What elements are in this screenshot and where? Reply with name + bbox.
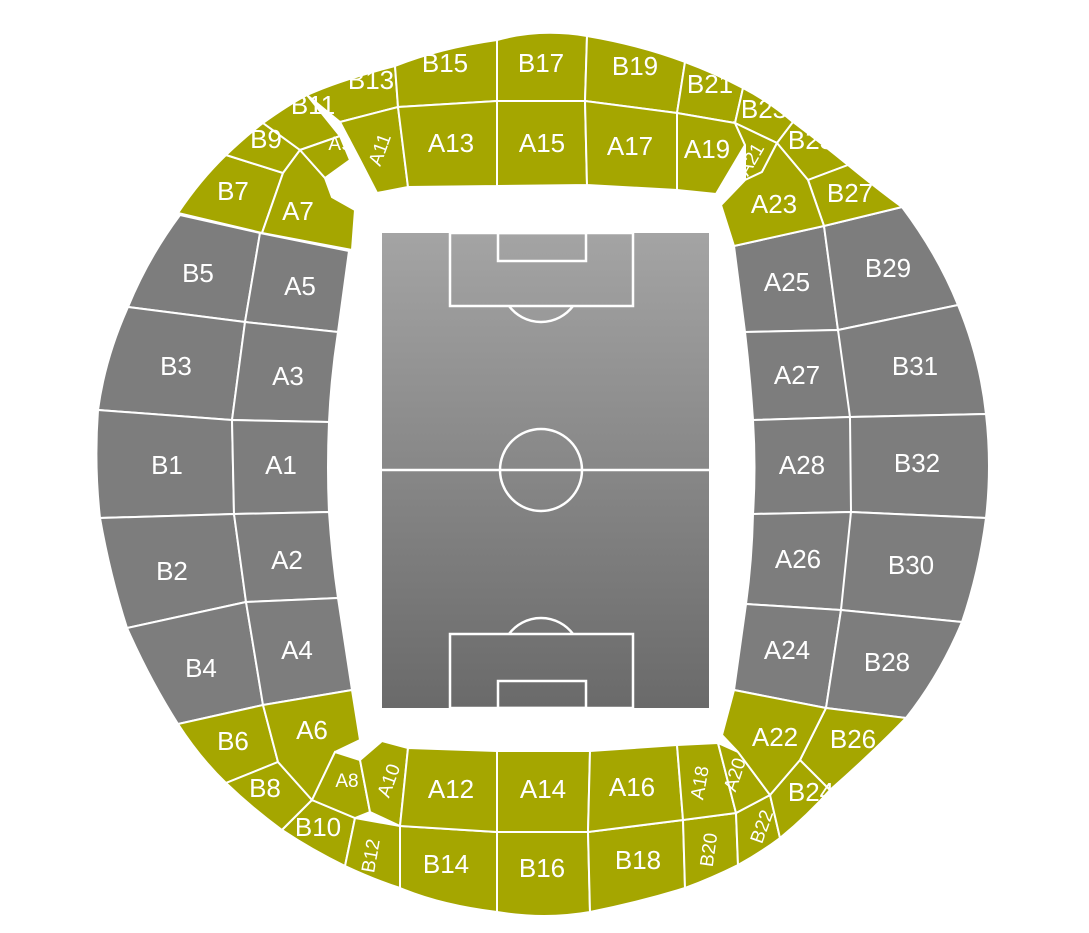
sector-label-b29: B29 bbox=[865, 253, 911, 283]
sector-a9[interactable] bbox=[298, 134, 352, 180]
sector-label-a23: A23 bbox=[751, 189, 797, 219]
seating-sectors bbox=[95, 31, 990, 917]
sector-label-a28: A28 bbox=[779, 450, 825, 480]
sector-a11[interactable] bbox=[338, 105, 410, 195]
sector-label-a16: A16 bbox=[609, 772, 655, 802]
sector-label-b7: B7 bbox=[217, 176, 249, 206]
sector-label-a14: A14 bbox=[520, 774, 566, 804]
sector-label-a22: A22 bbox=[752, 722, 798, 752]
sector-label-b18: B18 bbox=[615, 845, 661, 875]
sector-label-b3: B3 bbox=[160, 351, 192, 381]
sector-b26[interactable] bbox=[798, 706, 909, 792]
sector-label-b10: B10 bbox=[295, 812, 341, 842]
sector-label-b26: B26 bbox=[830, 724, 876, 754]
sector-label-b5: B5 bbox=[182, 258, 214, 288]
sector-b27[interactable] bbox=[806, 163, 905, 228]
sector-label-b24: B24 bbox=[788, 777, 834, 807]
sector-label-a12: A12 bbox=[428, 774, 474, 804]
sector-label-b13: B13 bbox=[348, 65, 394, 95]
sector-label-a27: A27 bbox=[774, 360, 820, 390]
sector-label-b4: B4 bbox=[185, 653, 217, 683]
sector-label-a3: A3 bbox=[272, 361, 304, 391]
sector-label-a13: A13 bbox=[428, 128, 474, 158]
sector-label-a17: A17 bbox=[607, 131, 653, 161]
sector-label-a26: A26 bbox=[775, 544, 821, 574]
sector-label-a25: A25 bbox=[764, 267, 810, 297]
sector-b5[interactable] bbox=[126, 213, 262, 324]
sector-label-b21: B21 bbox=[687, 69, 733, 99]
sector-label-b23: B23 bbox=[741, 94, 787, 124]
sector-label-b9: B9 bbox=[250, 124, 282, 154]
sector-label-b30: B30 bbox=[888, 550, 934, 580]
sector-label-a9: A9 bbox=[328, 134, 351, 155]
sector-label-b32: B32 bbox=[894, 448, 940, 478]
bottom-goal-area bbox=[496, 679, 588, 710]
sector-a22[interactable] bbox=[720, 688, 828, 797]
sector-label-b1: B1 bbox=[151, 450, 183, 480]
sector-label-b8: B8 bbox=[249, 773, 281, 803]
sector-label-b15: B15 bbox=[422, 48, 468, 78]
sector-label-a5: A5 bbox=[284, 271, 316, 301]
sector-label-b17: B17 bbox=[518, 48, 564, 78]
sector-label-a15: A15 bbox=[519, 128, 565, 158]
sector-label-b14: B14 bbox=[423, 849, 469, 879]
sector-label-a24: A24 bbox=[764, 635, 810, 665]
sector-label-b19: B19 bbox=[612, 51, 658, 81]
sector-b11[interactable] bbox=[261, 93, 342, 152]
sector-label-b11: B11 bbox=[291, 90, 335, 120]
bottom-penalty-arc bbox=[508, 616, 574, 635]
top-penalty-arc bbox=[508, 305, 574, 324]
pitch bbox=[382, 231, 709, 710]
sector-label-a6: A6 bbox=[296, 715, 328, 745]
sector-a23[interactable] bbox=[719, 141, 826, 248]
sector-label-b6: B6 bbox=[217, 726, 249, 756]
sector-label-a7: A7 bbox=[282, 196, 314, 226]
sector-label-b27: B27 bbox=[827, 178, 873, 208]
sector-label-b25: B25 bbox=[788, 125, 834, 155]
sector-label-b28: B28 bbox=[864, 647, 910, 677]
sector-label-b31: B31 bbox=[892, 351, 938, 381]
sector-label-a8: A8 bbox=[335, 771, 358, 792]
sector-label-b16: B16 bbox=[519, 853, 565, 883]
sector-label-a2: A2 bbox=[271, 545, 303, 575]
sector-label-a19: A19 bbox=[684, 134, 730, 164]
sector-label-a1: A1 bbox=[265, 450, 297, 480]
sector-label-b20: B20 bbox=[697, 832, 723, 868]
sector-label-b2: B2 bbox=[156, 556, 188, 586]
sector-a19[interactable] bbox=[676, 111, 747, 196]
sector-a7[interactable] bbox=[260, 148, 357, 252]
center-circle bbox=[498, 427, 584, 513]
top-goal-area bbox=[496, 231, 588, 263]
sector-label-a4: A4 bbox=[281, 635, 313, 665]
